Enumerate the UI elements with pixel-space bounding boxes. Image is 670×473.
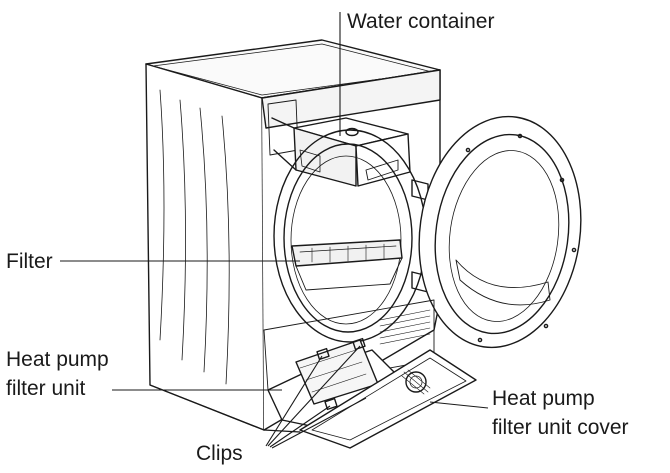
leader-clip-4	[271, 397, 367, 449]
label-heat-pump-filter-unit-cover-line1: Heat pump	[492, 387, 595, 410]
label-heat-pump-filter-unit-line2: filter unit	[6, 377, 86, 400]
lint-filter	[291, 239, 403, 291]
door-open	[418, 115, 582, 349]
heat-pump-filter-unit-cover	[299, 349, 477, 449]
leader-heat-pump-filter-unit-cover	[429, 401, 489, 409]
leader-clip-2	[267, 345, 361, 447]
label-heat-pump-filter-unit-cover-line2: filter unit cover	[492, 416, 629, 439]
label-heat-pump-filter-unit-line1: Heat pump	[6, 348, 109, 371]
leader-clip-1	[265, 355, 323, 447]
label-water-container: Water container	[347, 10, 495, 33]
label-clips: Clips	[196, 442, 243, 465]
control-panel	[261, 69, 441, 129]
label-filter: Filter	[6, 250, 53, 273]
leader-clip-3	[269, 405, 331, 448]
